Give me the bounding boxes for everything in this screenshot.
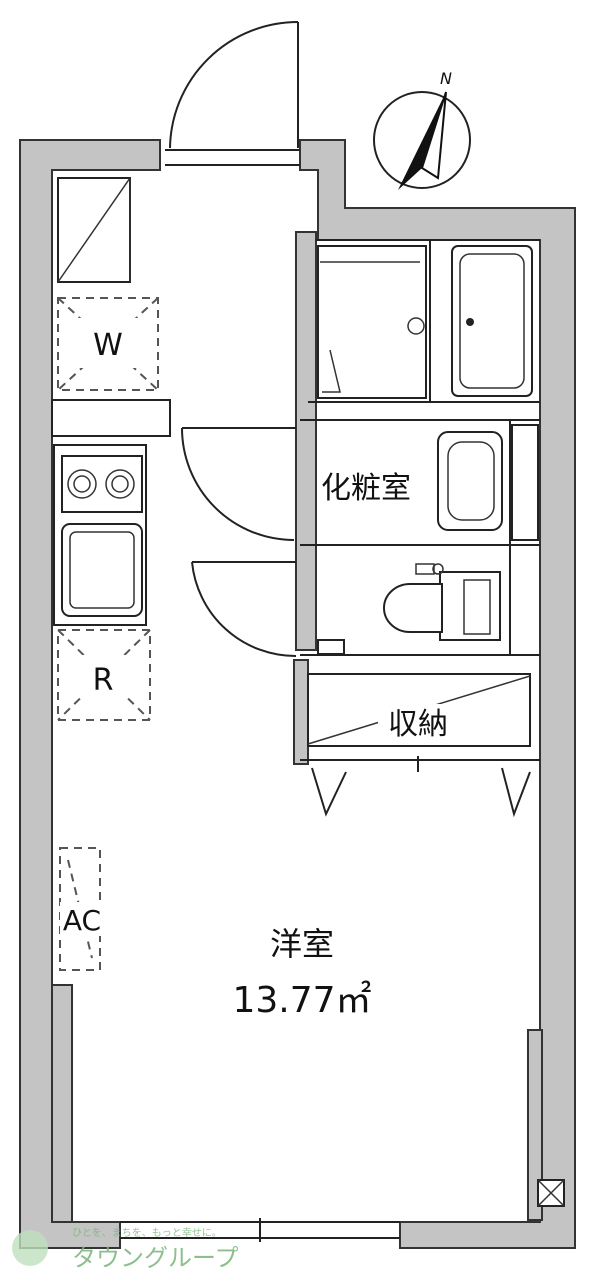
watermark-small-text: ひとを、まちを、もっと幸せに。 (72, 1227, 222, 1239)
powder-room-label: 化粧室 (321, 471, 411, 506)
shoe-cabinet (57, 177, 131, 283)
entrance-door (165, 21, 300, 166)
toilet-room (191, 561, 501, 658)
company-watermark: ひとを、まちを、もっと幸せに。 タウングループ (12, 1227, 239, 1272)
refrigerator-label: R (93, 663, 114, 698)
watermark-company: タウングループ (72, 1244, 239, 1272)
north-label: N (440, 69, 452, 88)
storage-closet: 収納 (293, 659, 540, 818)
western-room-label: 洋室 (270, 925, 334, 963)
washer-label: W (93, 328, 123, 363)
air-conditioner: AC (59, 847, 104, 971)
storage-label: 収納 (388, 707, 448, 742)
bathtub (451, 245, 533, 397)
balcony-window (120, 1179, 565, 1242)
shower (317, 245, 427, 399)
washer-space: W (57, 297, 159, 391)
air-conditioner-label: AC (63, 904, 101, 937)
kitchen-counter (51, 399, 171, 626)
powder-room: 化粧室 (181, 424, 539, 541)
western-room-area: 13.77㎡ (232, 979, 371, 1021)
bath-block (295, 231, 540, 656)
north-arrow-icon: N (373, 69, 471, 190)
refrigerator-space: R (57, 629, 151, 721)
